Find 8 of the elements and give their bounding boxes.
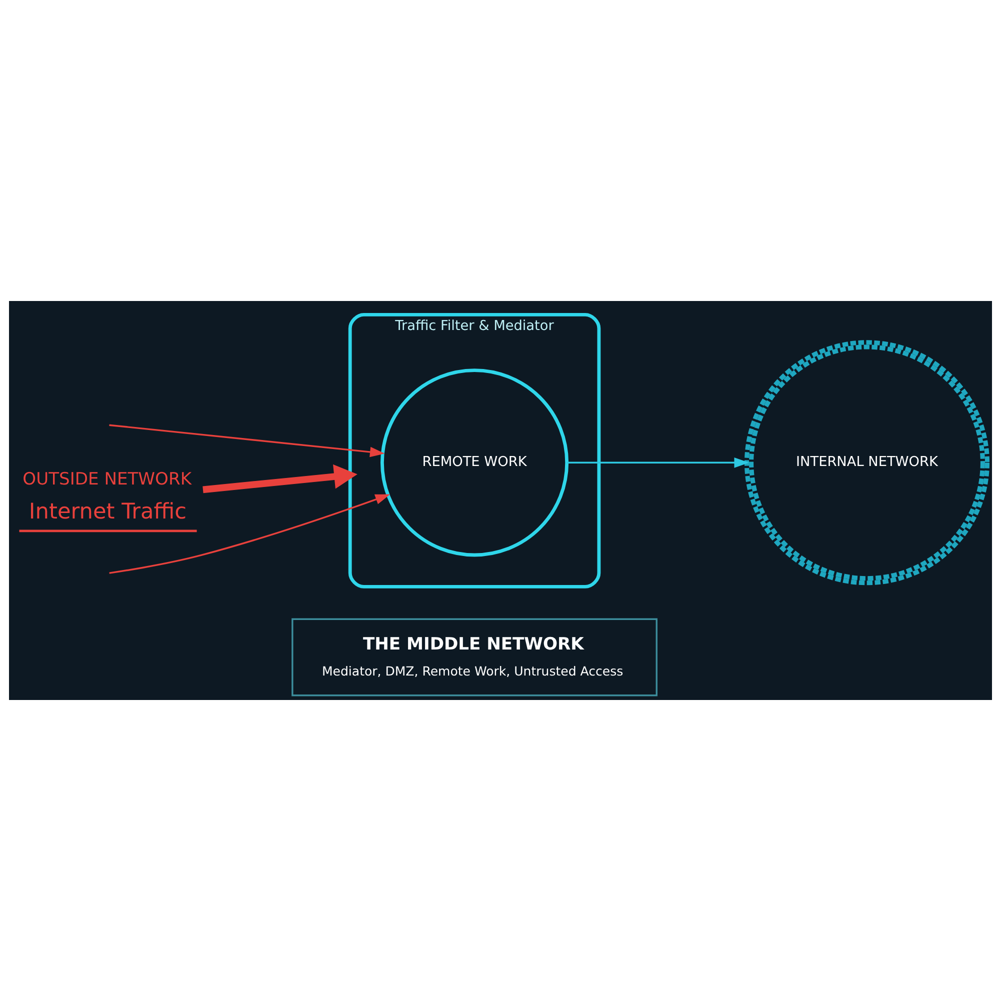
node-circle: INTERNAL NETWORK — [744, 340, 990, 585]
node-text: OUTSIDE NETWORK Internet Traffic — [22, 468, 192, 524]
arrow — [108, 424, 384, 457]
arrow — [202, 464, 357, 493]
node-box: THE MIDDLE NETWORK Mediator, DMZ, Remote Work, Untrusted Access — [291, 618, 657, 696]
arrow — [108, 494, 390, 574]
arrow — [566, 456, 749, 468]
node-circle: REMOTE WORK — [380, 368, 568, 556]
